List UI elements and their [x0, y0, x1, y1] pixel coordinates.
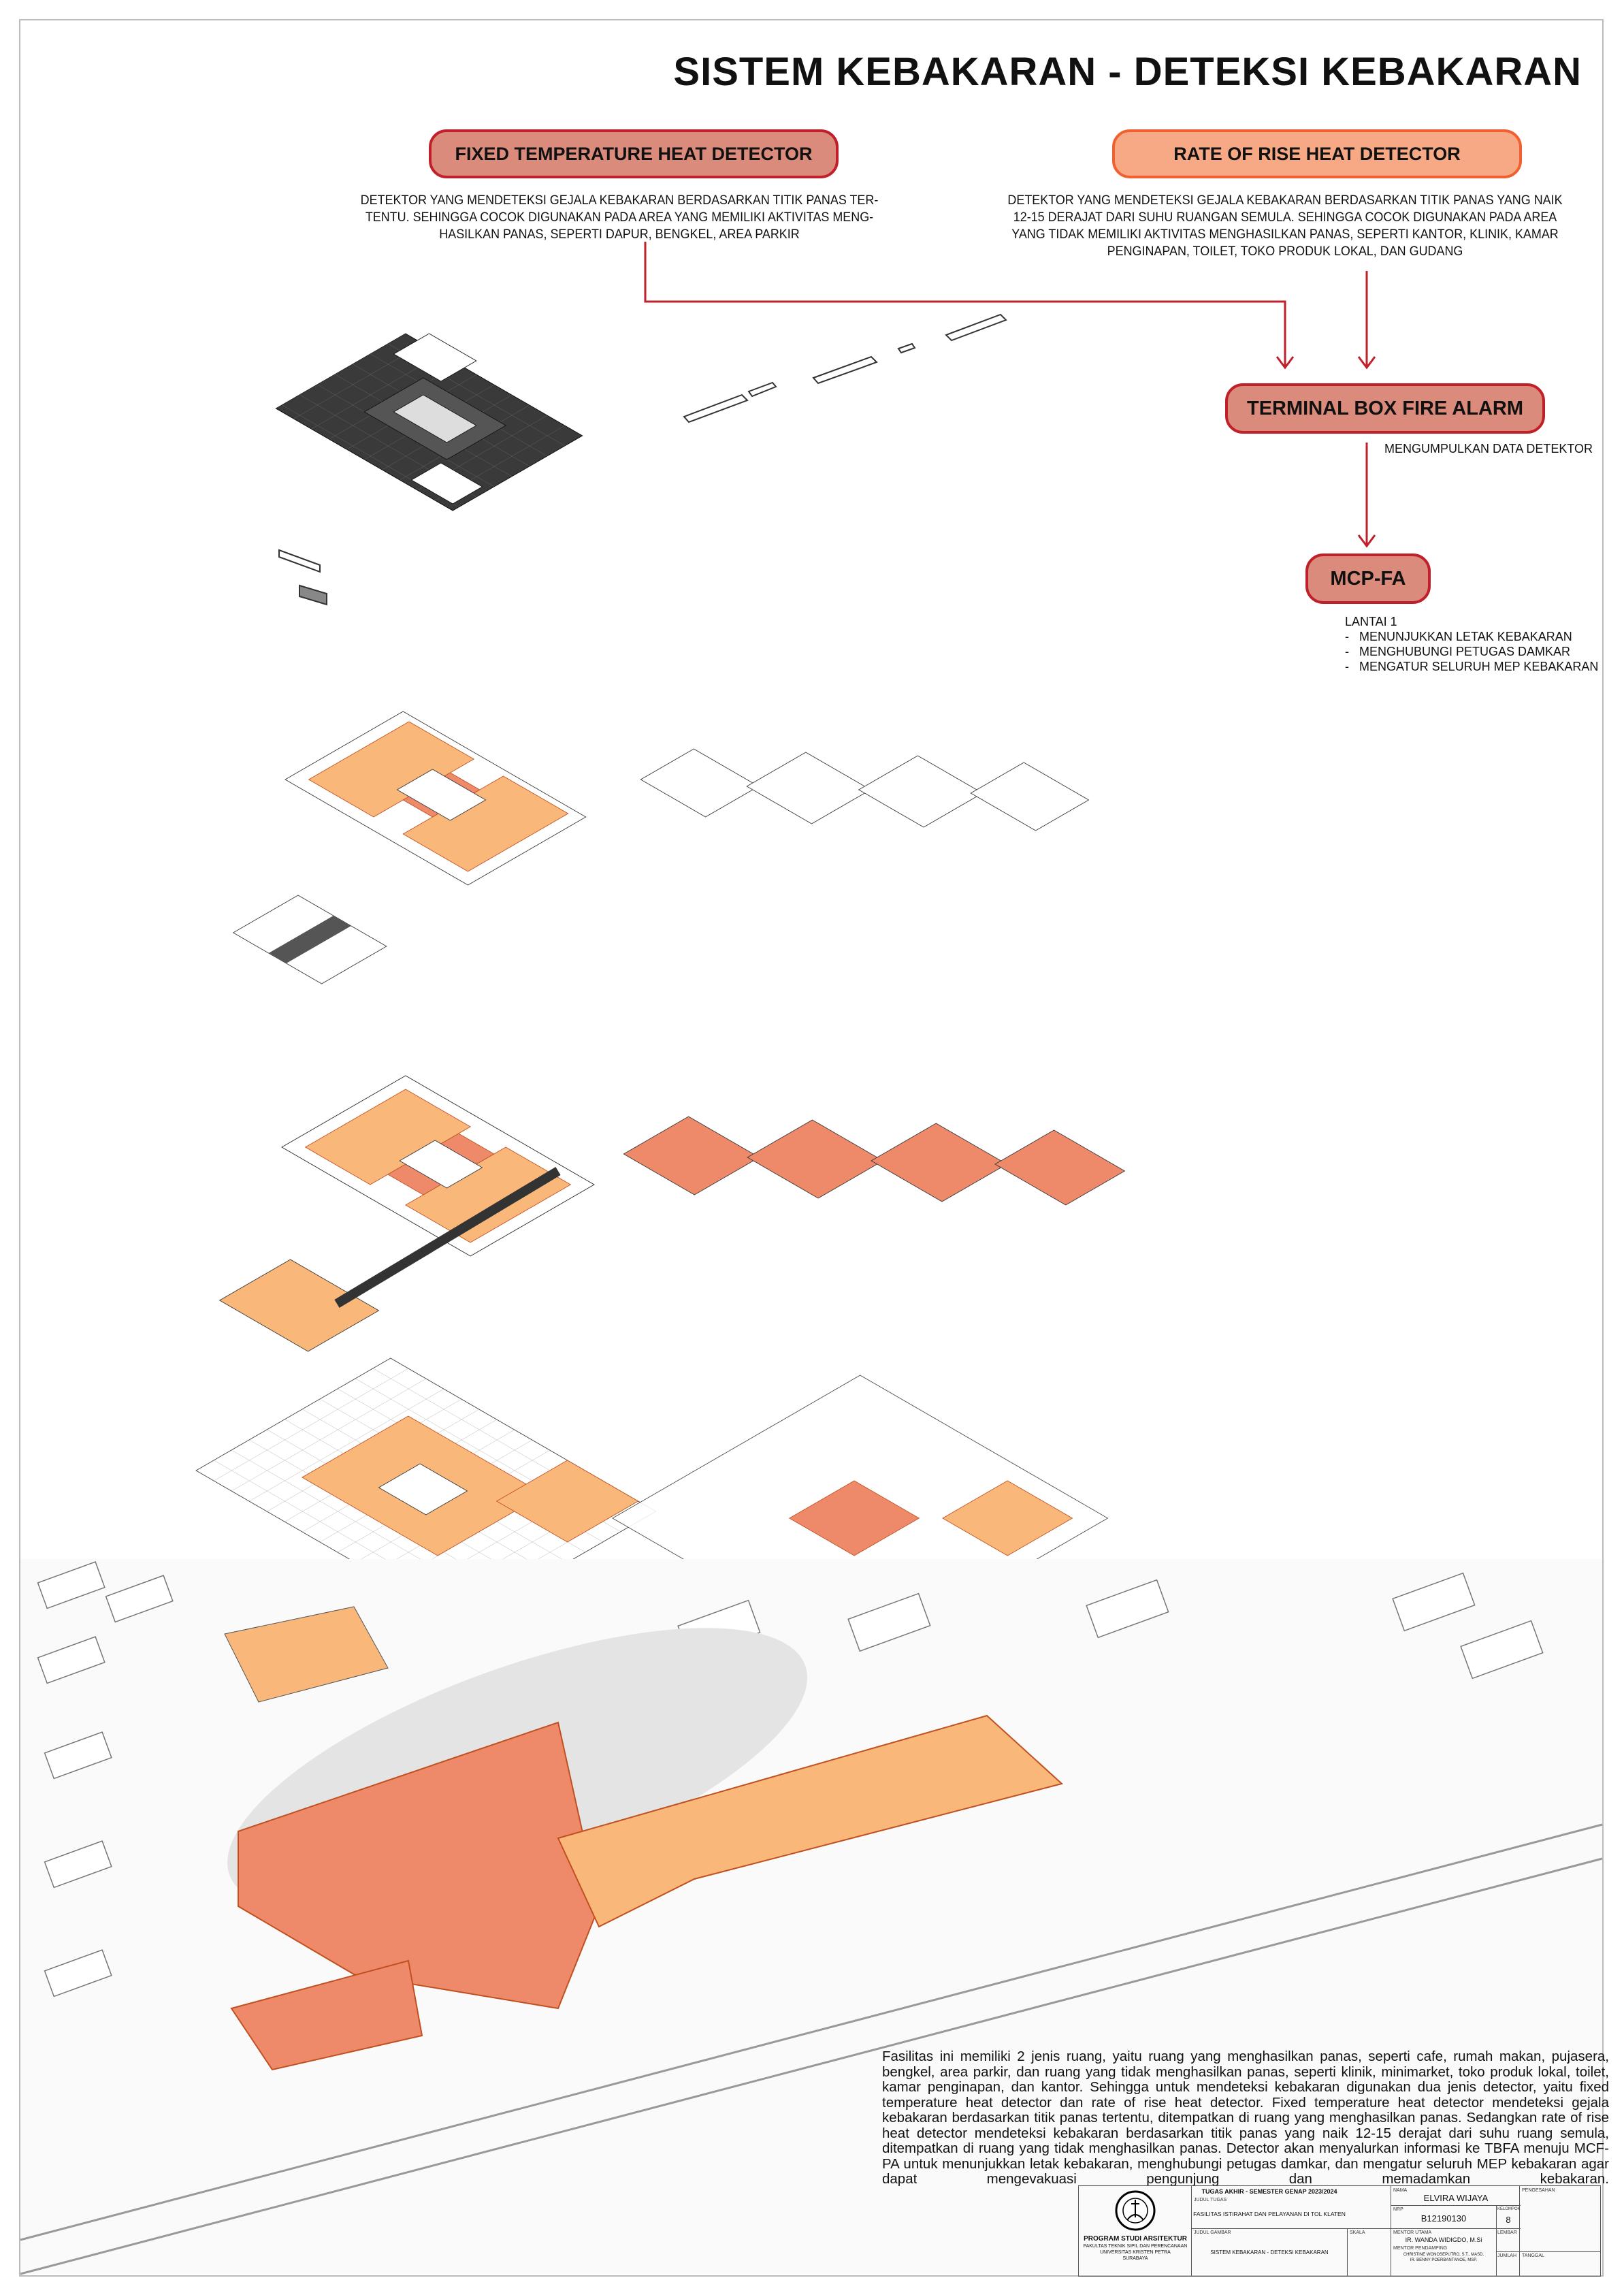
title-block: PROGRAM STUDI ARSITEKTUR FAKULTAS TEKNIK… — [1078, 2185, 1601, 2277]
fixed-to-terminal-arrow — [644, 242, 1286, 366]
mcp-function-item: - MENUNJUKKAN LETAK KEBAKARAN — [1345, 630, 1572, 643]
level-2-east-wing — [640, 748, 1090, 831]
mcp-functions: LANTAI 1 - MENUNJUKKAN LETAK KEBAKARAN -… — [1345, 614, 1598, 674]
sheet-border — [19, 19, 1604, 2277]
mcp-function-item: - MENGHUBUNGI PETUGAS DAMKAR — [1345, 645, 1571, 658]
terminal-box-note: MENGUMPULKAN DATA DETEKTOR — [1384, 442, 1593, 455]
rate-of-rise-heat-detector-box: RATE OF RISE HEAT DETECTOR — [1112, 129, 1522, 178]
roof-canopies — [278, 313, 1007, 606]
level-3-plan — [281, 1075, 595, 1257]
terminal-box-fire-alarm: TERMINAL BOX FIRE ALARM — [1225, 383, 1545, 434]
flow-arrows — [644, 242, 1376, 548]
level-2-plan — [285, 711, 587, 886]
logo-cell: PROGRAM STUDI ARSITEKTUR FAKULTAS TEKNIK… — [1079, 2186, 1192, 2276]
fixed-temperature-heat-detector-box: FIXED TEMPERATURE HEAT DETECTOR — [429, 129, 839, 178]
level-3-east-wing — [623, 1116, 1126, 1206]
fixed-detector-description: DETEKTOR YANG MENDETEKSI GEJALA KEBAKARA… — [360, 193, 879, 242]
level-3-annex — [218, 1259, 380, 1352]
roof-plan — [275, 333, 583, 511]
mcp-fa-box: MCP-FA — [1305, 553, 1431, 604]
rate-detector-description: DETEKTOR YANG MENDETEKSI GEJALA KEBAKARA… — [1007, 193, 1563, 259]
site-plan — [20, 1559, 1603, 2275]
university-logo-icon — [1115, 2190, 1156, 2231]
explanation-paragraph: Fasilitas ini memiliki 2 jenis ruang, ya… — [882, 2049, 1609, 2187]
mcp-function-item: - MENGATUR SELURUH MEP KEBAKARAN — [1345, 660, 1599, 673]
mcp-floor: LANTAI 1 — [1345, 615, 1397, 628]
student-name: ELVIRA WIJAYA — [1423, 2193, 1489, 2203]
level-4-plan — [195, 1358, 657, 1624]
bridge — [334, 1166, 561, 1309]
small-building-plan — [232, 895, 387, 984]
page-title: SISTEM KEBAKARAN - DETEKSI KEBAKARAN — [673, 50, 1582, 94]
